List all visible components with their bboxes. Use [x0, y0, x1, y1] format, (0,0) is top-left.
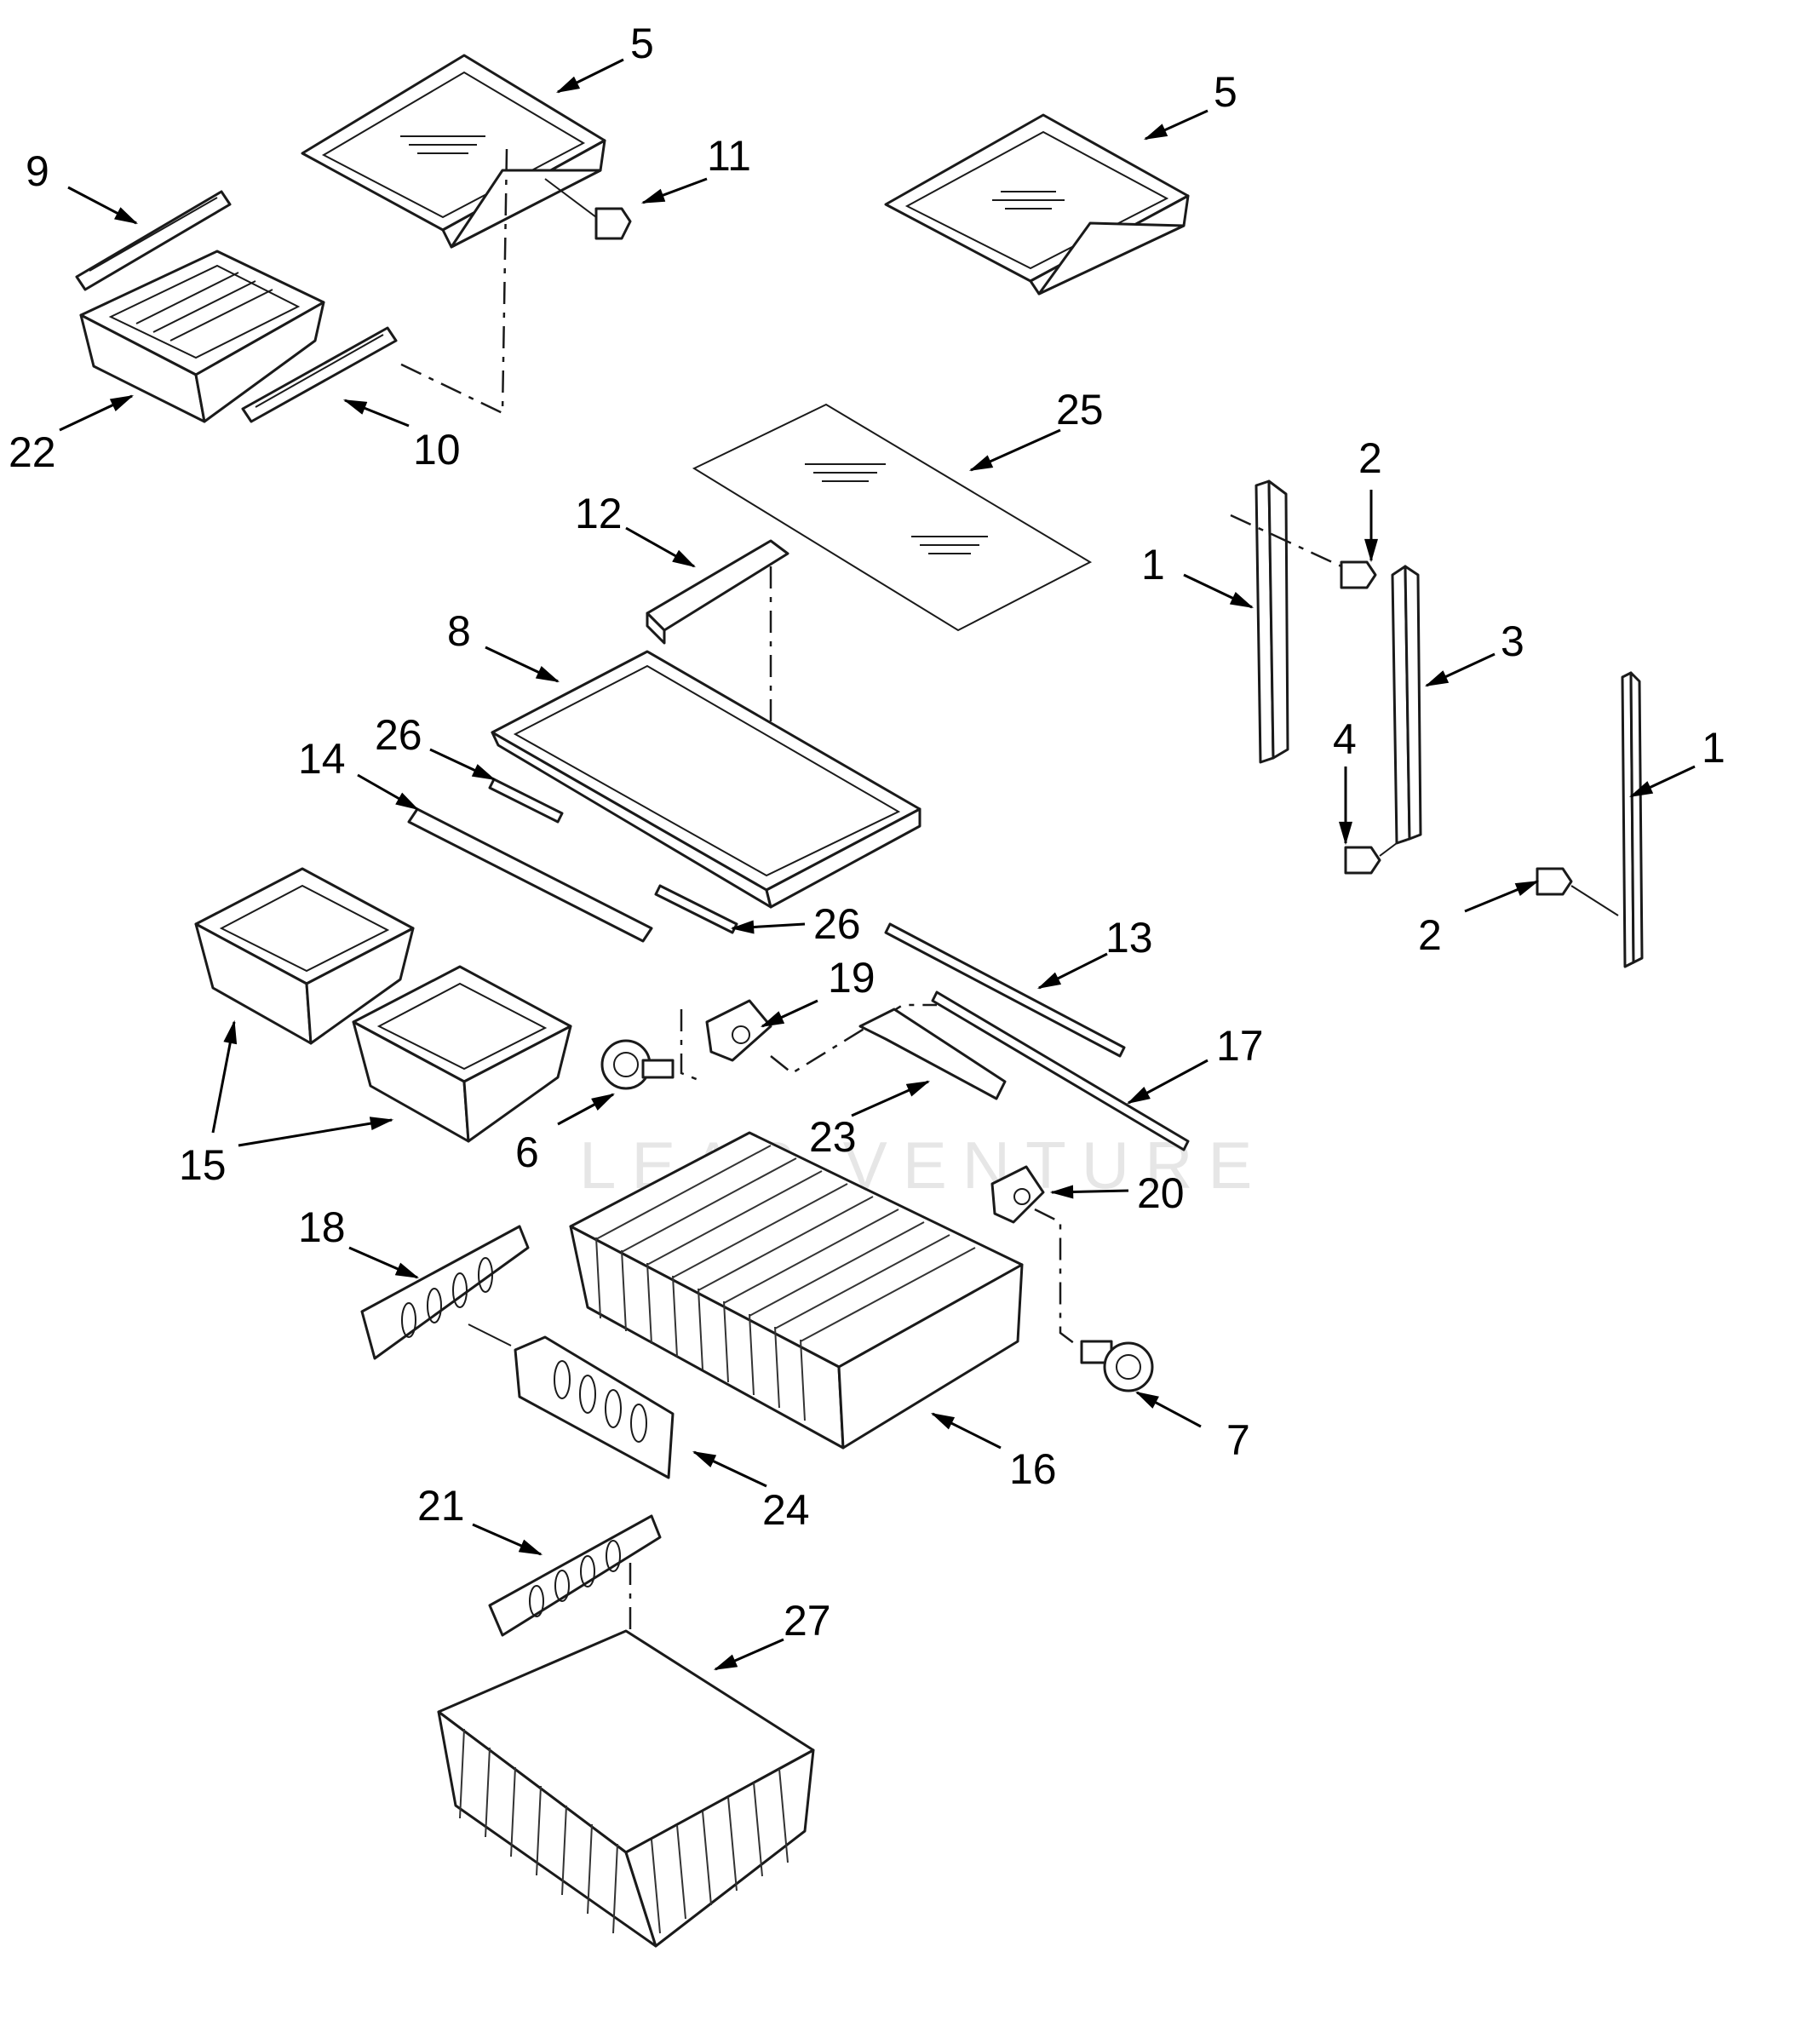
part-12-bracket [646, 539, 789, 645]
callout-labels: 5 5 11 9 22 10 25 12 8 26 14 26 13 19 15… [9, 20, 1725, 1645]
part-7-gear [1080, 1340, 1154, 1392]
guide-line [468, 1323, 512, 1346]
callout-26: 26 [375, 711, 422, 759]
callout-14: 14 [298, 735, 346, 783]
dashed-guide-line [395, 148, 508, 415]
part-1-rail-right [1621, 671, 1644, 968]
callout-21: 21 [417, 1482, 465, 1530]
callout-2: 2 [1358, 434, 1382, 482]
dashed-guide-line [1230, 514, 1342, 568]
part-15-crisper-left [194, 867, 415, 1045]
part-1-rail-left [1254, 479, 1289, 764]
callout-20: 20 [1137, 1169, 1185, 1217]
part-21-divider [488, 1514, 662, 1637]
part-26-clip-upper [488, 778, 564, 824]
part-18-divider [360, 1225, 530, 1360]
part-20-bracket [990, 1165, 1045, 1224]
part-13-rod [884, 922, 1126, 1058]
callout-16: 16 [1009, 1445, 1057, 1493]
part-26-clip-lower [654, 884, 738, 934]
part-17-wire-rod [931, 990, 1190, 1151]
part-23-arm [858, 1008, 1007, 1100]
callout-3: 3 [1501, 617, 1524, 665]
callout-22: 22 [9, 428, 56, 476]
callout-19: 19 [828, 954, 876, 1002]
callout-6: 6 [515, 1128, 539, 1176]
part-14-trim [407, 807, 653, 943]
part-22-drawer [79, 250, 325, 423]
callout-12: 12 [575, 490, 623, 537]
part-2-screw-upper [1340, 560, 1377, 589]
callout-7: 7 [1226, 1416, 1250, 1464]
part-2-screw-lower [1536, 867, 1619, 916]
callout-25: 25 [1056, 386, 1104, 433]
part-19-bracket [705, 999, 772, 1062]
callout-10: 10 [413, 426, 461, 474]
callout-8: 8 [447, 607, 471, 655]
part-11-screw [544, 178, 632, 240]
callout-5: 5 [1214, 68, 1237, 116]
callout-18: 18 [298, 1203, 346, 1251]
callout-15: 15 [179, 1141, 227, 1189]
callout-1: 1 [1141, 541, 1165, 589]
leader-lines [59, 58, 1696, 1671]
part-6-gear [600, 1039, 675, 1090]
callout-27: 27 [784, 1597, 831, 1645]
part-5-shelf-left [301, 54, 606, 249]
callout-1: 1 [1702, 724, 1725, 772]
part-15-crisper-right [352, 965, 572, 1143]
dashed-guide-line [770, 1003, 937, 1075]
part-9-slide-rail [75, 190, 232, 291]
callout-9: 9 [26, 147, 49, 195]
dashed-guide-line [1034, 1208, 1078, 1346]
part-16-wire-basket [569, 1131, 1024, 1450]
part-8-shelf-frame [491, 650, 921, 909]
part-3-rail [1391, 565, 1422, 845]
part-5-shelf-right [884, 113, 1190, 296]
part-10-slide-rail [241, 326, 398, 423]
callout-4: 4 [1333, 715, 1357, 763]
callout-5: 5 [630, 20, 654, 67]
callout-24: 24 [762, 1486, 810, 1534]
callout-26: 26 [813, 900, 861, 948]
callout-23: 23 [809, 1113, 857, 1161]
part-4-screw [1344, 842, 1398, 875]
callout-13: 13 [1105, 914, 1153, 962]
part-24-divider [514, 1335, 675, 1479]
callout-17: 17 [1216, 1022, 1264, 1070]
part-27-lower-basket [437, 1629, 815, 1948]
callout-11: 11 [707, 132, 751, 180]
callout-2: 2 [1418, 911, 1442, 959]
part-25-glass-panel [692, 403, 1093, 632]
dashed-guide-line [680, 1009, 703, 1083]
